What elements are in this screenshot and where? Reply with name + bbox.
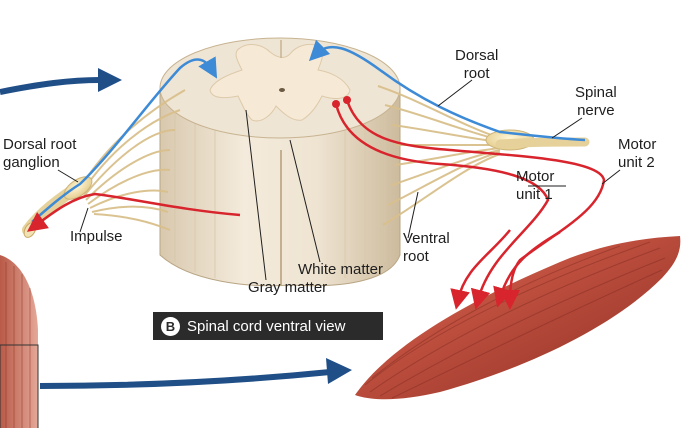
sensory-path [31,56,218,223]
label-spinal-nerve-line-2: nerve [577,102,615,119]
label-impulse: Impulse [70,228,123,245]
label-dorsal-root: Dorsal root [455,47,498,83]
motor-unit-1-path [334,103,550,310]
muscle [355,236,681,400]
navy-arrow-top-head [98,68,122,92]
motor-path-left [26,192,241,232]
label-ventral-root-line-1: Ventral [403,230,450,247]
navy-arrow-bottom-head [326,358,352,384]
central-canal [279,88,285,92]
caption-badge: B [161,316,180,336]
label-ventral-root-line-2: root [403,248,429,265]
label-motor-unit-2: Motor unit 2 [618,136,656,172]
label-motor-unit-1-line-1: Motor [516,168,555,185]
label-gray-matter: Gray matter [248,279,328,296]
label-spinal-nerve-line-1: Spinal [575,84,617,101]
label-spinal-nerve: Spinal nerve [575,84,617,120]
label-motor-unit-1: Motor unit 1 [516,168,554,204]
navy-arrow-top [0,77,101,95]
label-ganglion-line-1: Dorsal root [3,136,77,153]
label-ganglion-line-2: ganglion [3,154,60,171]
leader-lines [57,79,621,281]
figure-caption: B Spinal cord ventral view [153,312,383,340]
label-dorsal-root-ganglion: Dorsal root ganglion [3,136,76,172]
label-dorsal-root-line-1: Dorsal [455,47,499,64]
muscle-striations [364,241,666,399]
label-motor-unit-2-line-1: Motor [618,136,657,153]
label-white-matter: White matter [298,261,384,278]
navy-arrow-bottom [39,369,331,389]
left-inset-frame [0,344,39,428]
left-muscle [0,255,38,428]
label-ventral-root: Ventral root [403,230,450,266]
left-ganglion [63,176,93,200]
label-motor-unit-1-line-2: unit 1 [516,186,553,203]
label-dorsal-root-line-2: root [463,65,490,82]
left-nerve-fibers [79,89,186,231]
caption-text: Spinal cord ventral view [187,317,346,335]
spinal-nerve-trunk [495,137,590,149]
sensory-path-right [308,39,586,142]
label-motor-unit-2-line-2: unit 2 [618,154,655,171]
